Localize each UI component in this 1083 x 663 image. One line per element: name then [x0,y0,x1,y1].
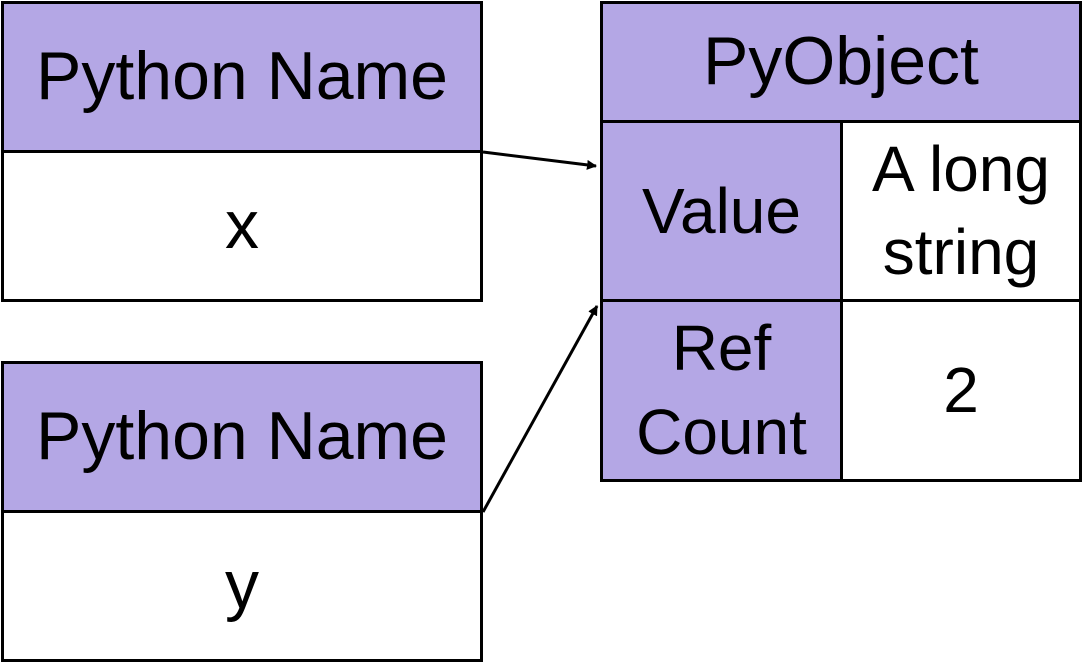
python-name-x-value-cell: x [1,150,483,302]
pyobject-refcount-label-cell: Ref Count [600,299,843,482]
python-name-x-header-label: Python Name [36,38,448,115]
pyobject-value-label: Value [642,174,801,247]
pyobject-refcount-label-line2: Count [636,395,807,468]
pyobject-value-cell: A long string [840,120,1082,302]
python-name-x-value: x [225,187,259,264]
pyobject-refcount: 2 [943,354,979,427]
pyobject-value: A long string [872,132,1050,288]
python-name-x-header: Python Name [1,1,483,153]
pyobject-refcount-cell: 2 [840,299,1082,482]
pyobject-value-label-cell: Value [600,120,843,302]
pyobject-title: PyObject [703,23,979,100]
pyobject-refcount-label-line1: Ref [671,312,772,385]
python-name-y-value: y [225,547,259,624]
python-name-y-header: Python Name [1,361,483,513]
python-name-y-header-label: Python Name [36,398,448,475]
pyobject-header: PyObject [600,1,1082,123]
python-name-y-value-cell: y [1,510,483,662]
arrow-y-to-pyobject [481,305,599,513]
arrow-x-to-pyobject [482,150,597,170]
